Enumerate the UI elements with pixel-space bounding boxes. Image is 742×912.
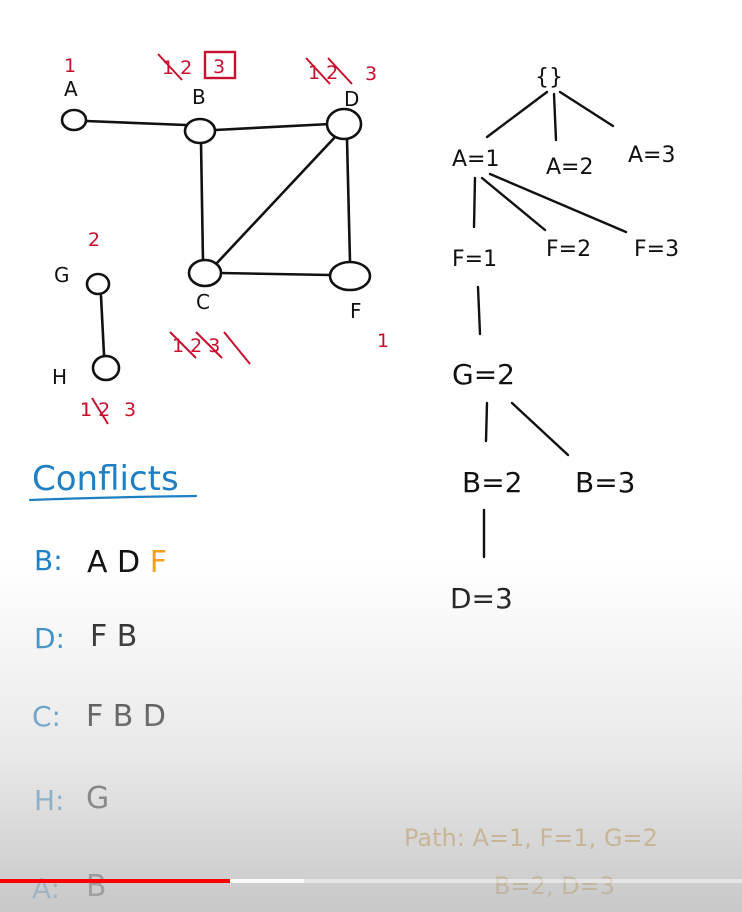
conflict-list-d: F B [90,619,137,654]
conflict-list-b-main: A D [87,545,140,580]
node-d-domain: 1 2 3 [305,57,377,85]
conflict-var-h: H: [34,784,65,817]
conflict-var-b: B: [34,544,63,577]
tree-edge-a1-f3 [488,172,628,234]
tree-edge-f1-g2 [476,285,482,336]
tree-node-f3: F=3 [634,237,679,262]
video-progress-played [0,879,231,883]
tree-edge-root-a1 [485,90,549,139]
node-c-label: C [196,290,210,314]
edge-b-c [199,140,205,264]
conflict-list-b: A D F [87,545,167,580]
solution-path: Path: A=1, F=1, G=2 B=2, D=3 [404,824,658,900]
conflict-list-h: G [86,781,109,816]
node-h-domain-kept: 3 [124,399,136,421]
conflict-row-a: A: B [32,869,107,905]
tree-edge-g2-b2 [484,401,489,443]
edge-g-h [99,294,106,357]
node-f-domain: 1 [377,330,389,352]
node-d-label: D [344,87,359,111]
edge-c-f [218,271,332,277]
tree-edge-a1-f1 [472,176,477,229]
node-h [91,354,121,382]
node-b-label: B [192,85,206,109]
conflict-var-c: C: [32,700,61,733]
edge-d-f [345,137,352,264]
path-line-2: B=2, D=3 [494,872,615,900]
conflicts-section: Conflicts B: A D F D: F B C: F B D H: G … [28,459,198,905]
node-c-domain: 1 2 3 [169,331,251,365]
node-a-domain: 1 [64,55,76,77]
tree-node-a1: A=1 [452,147,499,172]
path-line-1: Path: A=1, F=1, G=2 [404,824,658,852]
node-b [183,117,217,145]
video-progress-bar[interactable] [0,879,742,883]
node-g [85,272,111,296]
conflict-row-c: C: F B D [32,699,166,734]
tree-node-a2: A=2 [546,155,593,180]
node-f-label: F [350,299,362,323]
node-c-domain-struck: 1 2 3 [172,335,220,357]
tree-node-g2: G=2 [452,358,515,391]
tree-root: {} [535,65,563,90]
edge-a-b [84,119,188,127]
conflicts-underline [28,494,198,502]
search-tree: {} A=1 A=2 A=3 F=1 F=2 F=3 G=2 B=2 B=3 D… [450,65,679,615]
node-g-domain: 2 [88,229,100,251]
node-h-domain: 1 1 2 3 [80,397,136,425]
tree-node-a3: A=3 [628,143,675,168]
tree-edge-root-a2 [552,92,558,142]
conflict-list-a: B [86,869,107,904]
tree-node-b3: B=3 [575,466,635,499]
node-b-domain-struck: 1 2 [162,57,192,79]
tree-node-b2: B=2 [462,466,522,499]
tree-edge-g2-b3 [510,401,570,457]
node-a [60,108,88,132]
node-b-domain-boxed: 3 [213,56,225,78]
tree-node-d3: D=3 [450,582,513,615]
edge-c-d [214,134,338,266]
conflict-var-d: D: [34,622,65,655]
tree-edge-a1-f2 [480,176,547,232]
node-d-domain-kept: 3 [365,63,377,85]
tree-node-f1: F=1 [452,247,497,272]
conflict-list-b-extra: F [150,545,167,580]
node-a-label: A [64,77,78,101]
conflict-list-c: F B D [86,699,166,734]
node-h-label: H [52,365,67,389]
conflict-var-a: A: [32,872,60,905]
conflicts-title: Conflicts [32,459,179,499]
conflict-row-h: H: G [34,781,109,817]
node-c [187,258,223,288]
node-g-label: G [54,263,70,287]
tree-edge-root-a3 [558,90,615,128]
node-b-domain: 1 2 3 [157,50,237,81]
edge-b-d [213,122,332,132]
node-h-domain-pre: 1 [80,399,92,421]
node-f [328,260,372,292]
tree-node-f2: F=2 [546,237,591,262]
constraint-graph: A B D C F G H 1 1 2 3 1 2 3 1 2 3 [52,50,389,425]
conflict-row-d: D: F B [34,619,137,655]
conflict-row-b: B: A D F [34,544,167,580]
node-d [325,107,363,141]
